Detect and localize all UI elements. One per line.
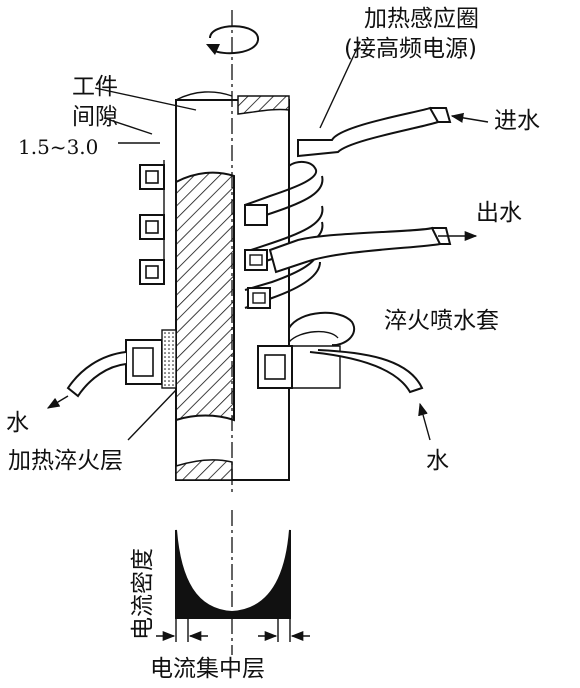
gap-label: 间隙 [72,104,118,130]
spray-jacket-label: 淬火喷水套 [384,308,499,334]
quench-spray-jacket [257,311,424,394]
current-layer-label: 电流集中层 [150,656,265,682]
hardened-layer [175,171,235,422]
left-quench-nozzle [66,329,177,398]
gap-value-label: 1.5~3.0 [18,135,98,159]
coil-title-label: 加热感应圈 [364,6,479,32]
water-out-label: 出水 [476,200,522,226]
water-left-label: 水 [6,410,29,436]
shaft-top-section [237,95,290,115]
coil-left-turns [139,160,165,285]
current-density-graph [156,529,310,642]
water-right-label: 水 [426,448,449,474]
induction-coil [244,160,324,309]
water-inlet-pipe [297,106,452,158]
shaft-bottom-section [175,459,233,481]
current-density-label: 电流密度 [130,548,156,640]
workpiece-label: 工件 [72,74,118,100]
water-in-label: 进水 [494,108,540,134]
coil-subtitle-label: (接高频电源) [344,36,477,62]
rotation-arrow-icon [206,25,260,55]
leader-lines [46,41,489,441]
density-curve [175,529,291,619]
hardened-layer-label: 加热淬火层 [8,448,123,474]
